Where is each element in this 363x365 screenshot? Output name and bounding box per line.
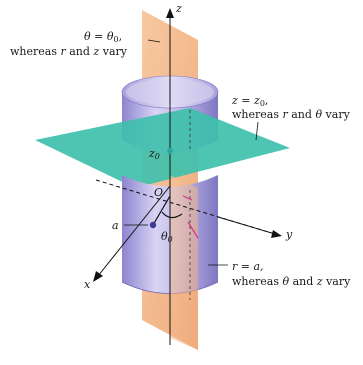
theta-plane-label-line2: whereas r and z vary	[10, 45, 128, 58]
y-axis-label: y	[285, 228, 293, 241]
z-plane	[35, 108, 290, 188]
point-a	[149, 221, 157, 229]
radius-line	[152, 195, 171, 226]
x-axis	[93, 185, 171, 282]
y-axis	[95, 179, 282, 238]
pink-mark-upper	[182, 195, 193, 201]
point-z0	[167, 148, 173, 154]
r-cylinder-label-line2: whereas θ and z vary	[232, 275, 351, 288]
pink-mark-lower	[187, 221, 199, 239]
x-axis-label: x	[84, 278, 91, 291]
leader-z-plane	[255, 121, 259, 141]
z0-label: z0	[148, 147, 160, 161]
a-label: a	[112, 219, 119, 232]
r-cylinder-label-line1: r = a,	[232, 260, 264, 273]
theta-plane-front	[170, 175, 198, 350]
theta-plane-label-line1: θ = θ0,	[84, 30, 122, 44]
z-plane-label-line2: whereas r and θ vary	[232, 108, 351, 121]
angle-theta0-arc	[161, 211, 183, 219]
origin-label: O	[154, 186, 163, 199]
leader-theta-plane	[147, 39, 161, 43]
z-axis	[166, 8, 174, 345]
z-axis-label: z	[175, 2, 182, 15]
z-plane-label-line1: z = z0,	[231, 94, 268, 108]
theta0-label: θ0	[161, 230, 173, 244]
